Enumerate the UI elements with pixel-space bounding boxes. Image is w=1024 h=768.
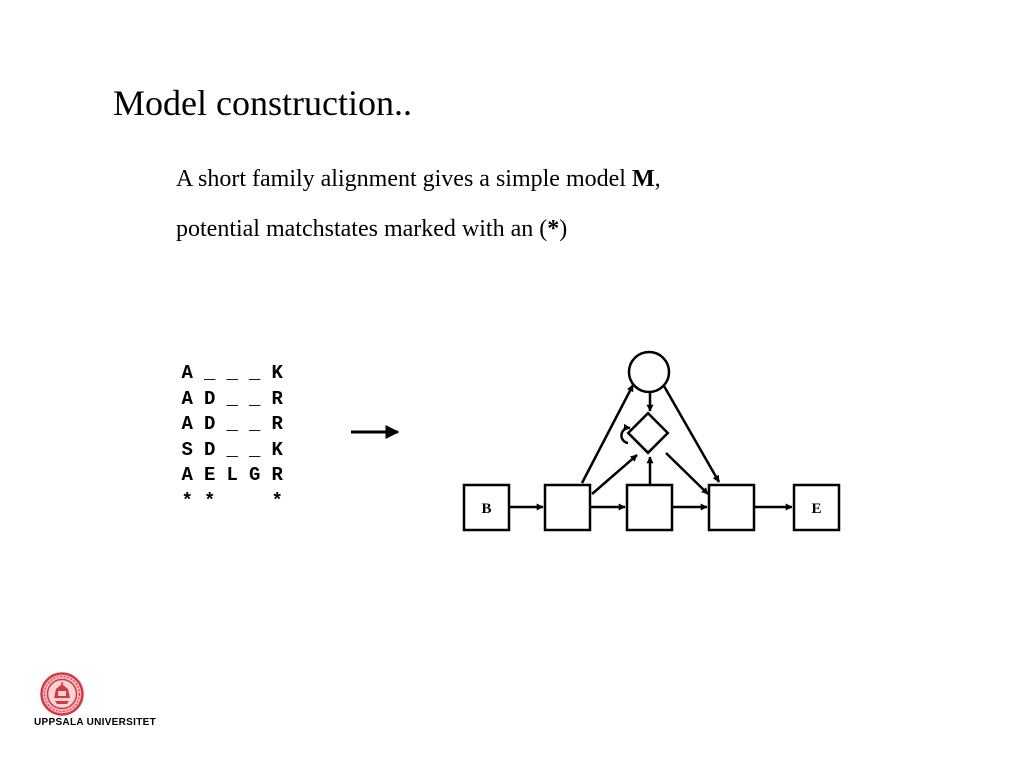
edge-delete-match3 xyxy=(662,385,721,483)
alignment-cell: R xyxy=(271,387,283,410)
subtitle-line-2-end: ) xyxy=(559,216,568,242)
match-state-3 xyxy=(707,483,756,532)
alignment-cell: _ xyxy=(249,362,261,384)
edge-insert-match3 xyxy=(665,452,709,495)
subtitle-line-1-text: A short family alignment gives a simple … xyxy=(176,166,632,192)
begin-state xyxy=(462,483,511,532)
alignment-cell: K xyxy=(271,438,283,461)
subtitle-line-1-end: , xyxy=(654,166,661,192)
subtitle-line-1: A short family alignment gives a simple … xyxy=(176,166,661,193)
match-state-2 xyxy=(625,483,674,532)
alignment-cell: A xyxy=(181,413,193,435)
alignment-cell: E xyxy=(204,464,216,486)
alignment-cell: _ xyxy=(249,387,261,410)
edge-match1-insert xyxy=(591,454,638,495)
alignment-cell: D xyxy=(204,413,216,435)
edge-insert-self-loop xyxy=(620,423,631,445)
end-label: E xyxy=(811,501,821,517)
alignment-row: A _ _ _ K xyxy=(176,361,289,387)
alignment-row: * * * xyxy=(176,489,289,515)
star-marker: * xyxy=(547,216,560,242)
alignment-cell: * xyxy=(271,489,283,512)
alignment-cell: L xyxy=(226,464,238,486)
model-name: M xyxy=(631,166,655,192)
alignment-cell: _ xyxy=(249,438,261,461)
subtitle-line-2-text: potential matchstates marked with an ( xyxy=(176,216,548,242)
match-state-1 xyxy=(543,483,592,532)
alignment-cell: D xyxy=(204,438,216,461)
begin-label: B xyxy=(481,501,491,517)
alignment-cell: R xyxy=(271,464,283,486)
alignment-cell: G xyxy=(249,464,261,486)
university-seal-icon xyxy=(40,672,84,716)
alignment-cell: _ xyxy=(249,413,261,435)
alignment-cell: D xyxy=(204,387,216,410)
alignment-cell: _ xyxy=(226,387,238,410)
alignment-cell: _ xyxy=(226,362,238,384)
slide-title: Model construction.. xyxy=(113,83,412,123)
alignment-cell: A xyxy=(181,464,193,486)
delete-state xyxy=(627,350,671,394)
subtitle-line-2: potential matchstates marked with an (*) xyxy=(176,216,567,243)
end-state xyxy=(792,483,841,532)
alignment-cell: * xyxy=(181,489,193,512)
institution-name: UPPSALA UNIVERSITET xyxy=(34,717,157,728)
alignment-cell: A xyxy=(181,362,193,384)
alignment-cell: _ xyxy=(204,362,216,384)
alignment-cell: R xyxy=(271,413,283,435)
insert-state xyxy=(626,411,670,455)
edge-match1-delete xyxy=(580,384,635,484)
alignment-cell: _ xyxy=(226,438,238,461)
alignment-cell: _ xyxy=(226,413,238,435)
alignment-cell: S xyxy=(181,438,193,461)
alignment-cell: K xyxy=(271,362,283,384)
alignment-cell: A xyxy=(181,387,193,410)
alignment-cell: * xyxy=(204,489,216,512)
